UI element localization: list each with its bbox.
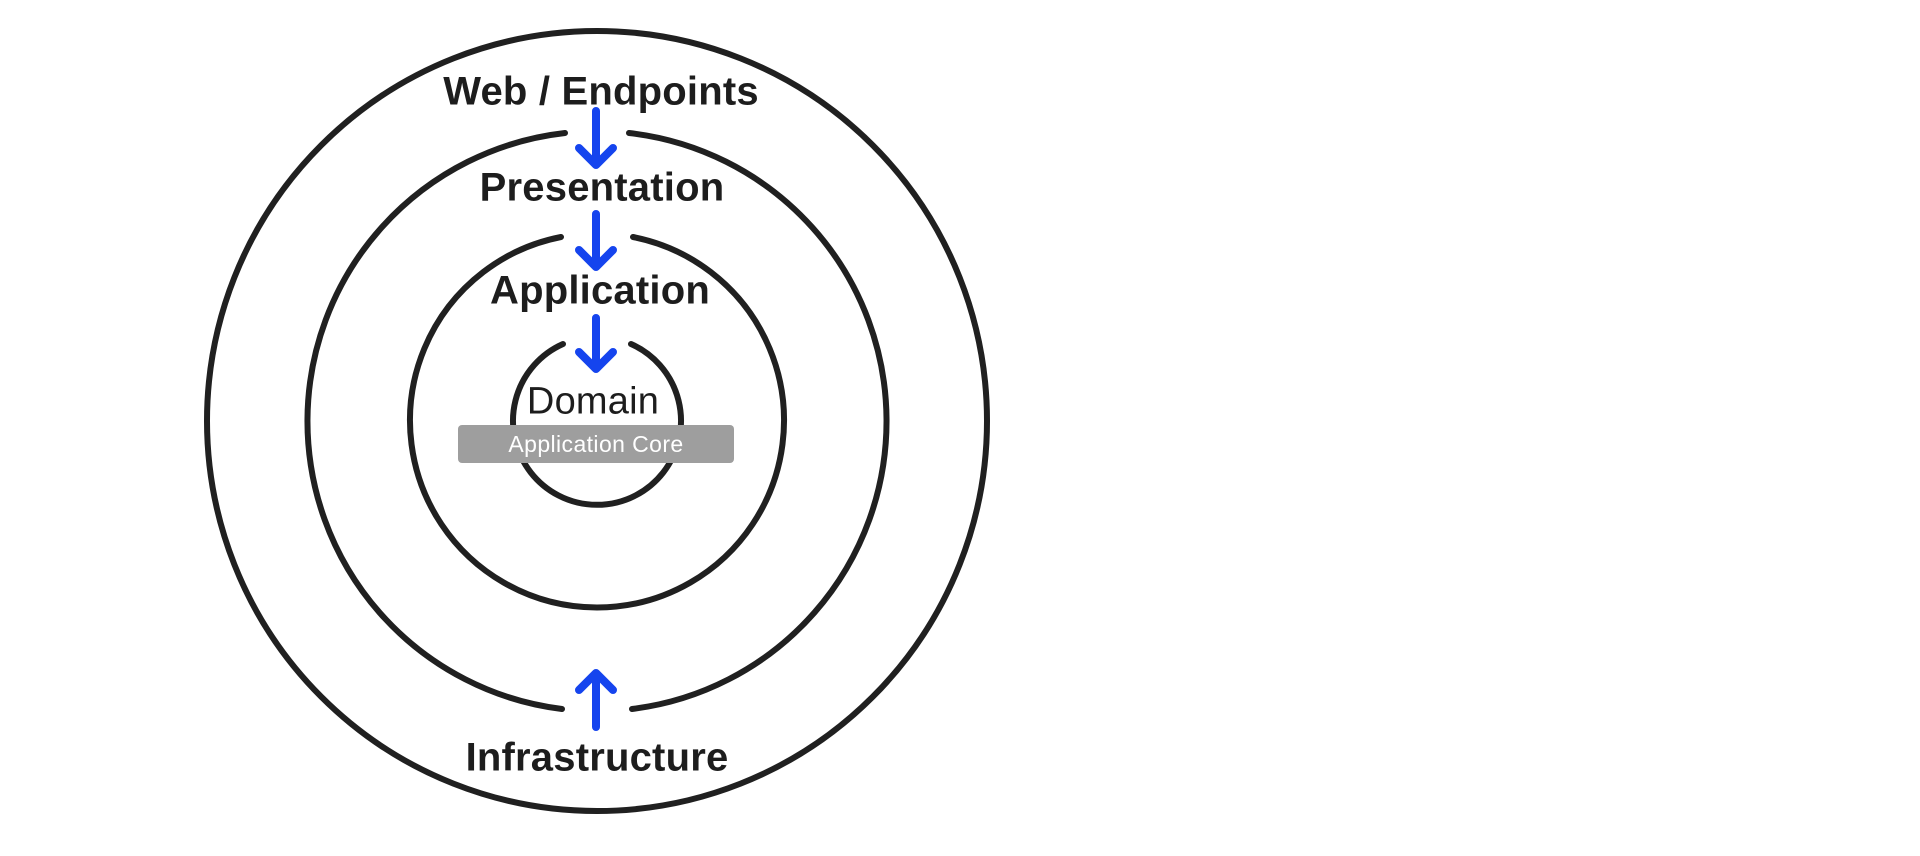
arrow-down-icon: [575, 210, 617, 271]
application-core-badge-label: Application Core: [508, 430, 684, 457]
arrow-down-icon: [575, 107, 617, 169]
ring-domain-arc: [510, 341, 684, 508]
ring-label-presentation: Presentation: [479, 165, 725, 210]
ring-presentation-left-arc: [304, 130, 568, 712]
application-core-badge: Application Core: [458, 425, 734, 463]
ring-application-arc: [407, 234, 787, 611]
ring-outer-circle: [204, 28, 990, 814]
ring-label-domain: Domain: [526, 380, 660, 423]
ring-presentation-right-arc: [626, 130, 890, 712]
ring-label-infrastructure: Infrastructure: [465, 735, 729, 780]
arrow-up-icon: [575, 669, 617, 731]
ring-label-application: Application: [490, 268, 710, 313]
ring-label-web-endpoints: Web / Endpoints: [443, 69, 759, 114]
arrow-down-icon: [575, 314, 617, 373]
